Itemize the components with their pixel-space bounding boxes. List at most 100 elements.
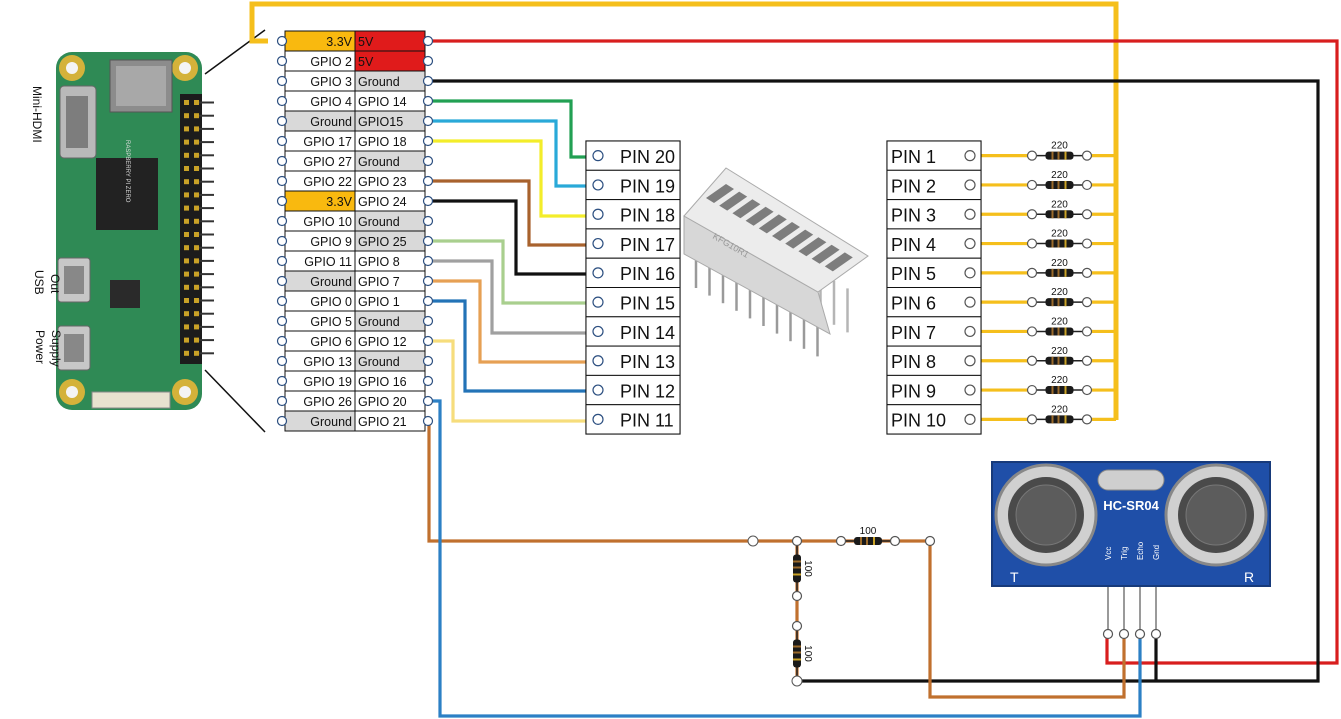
board-pin — [194, 113, 199, 119]
bargraph-right-pin-row: PIN 7 — [886, 316, 982, 347]
header-left-pin — [276, 255, 288, 267]
header-right-pin — [422, 35, 434, 47]
board-pin — [184, 245, 189, 251]
sensor-pin-terminal — [1102, 628, 1114, 640]
header-left-label: GPIO 19 — [303, 375, 352, 389]
board-pin — [194, 139, 199, 145]
board-pin — [184, 232, 189, 237]
header-right-label: Ground — [358, 75, 400, 89]
camera-connector — [91, 391, 171, 409]
header-right-label: 5V — [358, 35, 374, 49]
header-left-label: GPIO 2 — [310, 55, 352, 69]
board-pin — [194, 192, 199, 198]
board-pin — [194, 218, 199, 224]
pin-label: PIN 7 — [891, 323, 936, 343]
pin-terminal — [964, 267, 976, 279]
header-left-label: GPIO 27 — [303, 155, 352, 169]
header-left-label: GPIO 10 — [303, 215, 352, 229]
header-left-pin — [276, 315, 288, 327]
header-left-pin — [276, 335, 288, 347]
pin-terminal — [964, 413, 976, 425]
board-pin — [194, 258, 199, 264]
header-row: GPIO 27 Ground — [276, 150, 434, 172]
header-right-label: GPIO 8 — [358, 255, 400, 269]
sensor-pin-label: Vcc — [1104, 547, 1113, 560]
header-left-pin — [276, 135, 288, 147]
pin-terminal — [592, 384, 604, 396]
header-left-pin — [276, 195, 288, 207]
board-pin — [194, 179, 199, 185]
pin-label: PIN 8 — [891, 352, 936, 372]
wire-gpio18 — [429, 139, 598, 218]
board-pin — [184, 100, 189, 105]
header-right-pin — [422, 355, 434, 367]
header-right-label: Ground — [358, 155, 400, 169]
board-pin — [194, 298, 199, 303]
header-left-pin — [276, 75, 288, 87]
pin-terminal — [592, 150, 604, 162]
header-left-pin — [276, 55, 288, 67]
led-segment — [758, 214, 787, 234]
header-right-pin — [422, 155, 434, 167]
header-right-pin — [422, 95, 434, 107]
header-left-pin — [276, 275, 288, 287]
header-right-label: Ground — [358, 315, 400, 329]
header-right-label: GPIO 12 — [358, 335, 407, 349]
header-left-label: GPIO 3 — [310, 75, 352, 89]
pin-terminal — [964, 179, 976, 191]
pin-terminal — [592, 296, 604, 308]
bargraph-right-pin-row: PIN 4 — [886, 228, 982, 259]
pin-label: PIN 9 — [891, 381, 936, 401]
header-left-pin — [276, 155, 288, 167]
divider-resistor-vertical-1: 100 — [791, 535, 813, 602]
resistor-value: 220 — [1051, 404, 1068, 415]
header-left-label: GPIO 9 — [310, 235, 352, 249]
resistor-value: 220 — [1051, 316, 1068, 327]
board-pin — [194, 245, 199, 251]
board-pin — [194, 271, 199, 277]
small-chip — [110, 280, 140, 308]
pin-label: PIN 18 — [620, 206, 675, 226]
header-row: GPIO 3 Ground — [276, 70, 434, 92]
board-print-1: RASPBERRY PI ZERO — [124, 140, 130, 203]
resistor-value: 220 — [1051, 229, 1068, 240]
header-left-label: GPIO 26 — [303, 395, 352, 409]
header-left-pin — [276, 375, 288, 387]
sensor-pin-terminal — [1150, 628, 1162, 640]
header-right-pin — [422, 195, 434, 207]
led-resistor: 220 — [1026, 316, 1093, 337]
board-pin — [194, 337, 199, 343]
led-segment — [811, 244, 840, 264]
pin-terminal — [964, 296, 976, 308]
header-left-label: 3.3V — [326, 35, 352, 49]
board-pin — [184, 205, 189, 211]
pin-label: PIN 6 — [891, 294, 936, 314]
pin-terminal — [964, 384, 976, 396]
header-row: GPIO 11 GPIO 8 — [276, 250, 434, 272]
header-right-pin — [422, 55, 434, 67]
header-left-label: GPIO 11 — [304, 255, 352, 269]
divider-resistor-horizontal: 100 — [835, 526, 936, 547]
sensor-pin-label: Echo — [1136, 541, 1145, 560]
led-resistor: 220 — [1026, 287, 1093, 308]
header-right-label: GPIO 14 — [358, 95, 407, 109]
header-right-label: Ground — [358, 355, 400, 369]
bargraph-left-pin-row: PIN 13 — [585, 345, 681, 376]
board-pin — [184, 271, 189, 277]
header-left-pin — [276, 235, 288, 247]
header-right-pin — [422, 135, 434, 147]
header-right-pin — [422, 335, 434, 347]
board-pin — [184, 218, 189, 224]
led-resistor: 220 — [1026, 141, 1093, 161]
board-pin — [184, 298, 189, 303]
